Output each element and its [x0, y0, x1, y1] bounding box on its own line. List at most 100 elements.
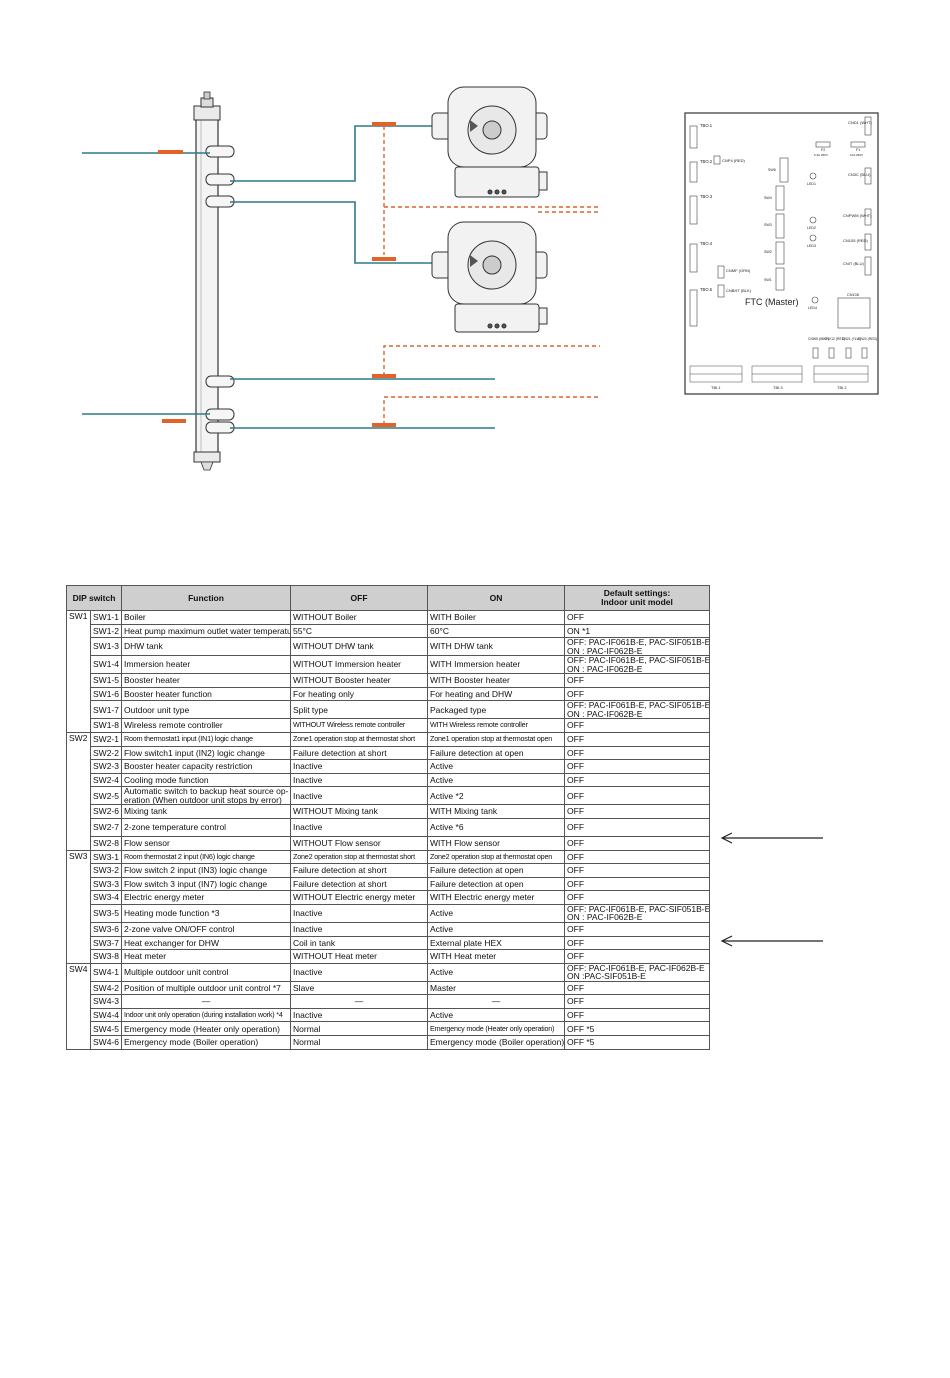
table-row: SW2-3 Booster heater capacity restrictio… — [67, 759, 711, 774]
on-cell: Zone1 operation stop at thermostat open — [427, 731, 566, 747]
on-cell: Packaged type — [427, 700, 566, 720]
board-title: FTC (Master) — [745, 297, 799, 307]
on-cell: External plate HEX — [427, 935, 566, 951]
table-row: SW2 SW2-1 Room thermostat1 input (IN1) l… — [66, 731, 711, 851]
on-cell: WITH Booster heater — [427, 673, 566, 688]
off-cell: Inactive — [290, 1007, 429, 1023]
default-cell: OFF — [564, 718, 711, 733]
switch-id: SW2-4 — [89, 772, 123, 788]
switch-id: SW3-8 — [89, 949, 123, 964]
header-off: OFF — [290, 585, 429, 611]
function-cell: Electric energy meter — [121, 890, 292, 905]
default-line: OFF: PAC-IF061B-E, PAC-SIF051B-E — [567, 655, 710, 666]
default-line: ON : PAC-IF062B-E — [567, 912, 643, 923]
cnw5-label: CNW5 (WHT) — [808, 337, 829, 341]
table-row: SW4-6 Emergency mode (Boiler operation) … — [67, 1035, 711, 1050]
tbo3-label: TBO.3 — [700, 194, 713, 199]
table-row: SW1-8 Wireless remote controller WITHOUT… — [67, 718, 711, 733]
on-cell: Active — [427, 772, 566, 788]
off-cell: WITHOUT Booster heater — [290, 673, 429, 688]
table-row: SW3-2 Flow switch 2 input (IN3) logic ch… — [67, 863, 711, 878]
function-cell: Emergency mode (Heater only operation) — [121, 1021, 292, 1037]
default-cell: OFF — [564, 835, 711, 851]
tbi2-label: TBI.2 — [837, 385, 847, 390]
default-cell: OFF — [564, 935, 711, 951]
left-terminal-strips — [689, 125, 698, 327]
function-cell: Emergency mode (Boiler operation) — [121, 1035, 292, 1050]
off-cell: Slave — [290, 980, 429, 996]
on-cell: Active — [427, 759, 566, 774]
function-cell: Heat pump maximum outlet water temperatu… — [121, 623, 292, 639]
on-cell: Zone2 operation stop at thermostat open — [427, 849, 566, 865]
default-line: OFF: PAC-IF061B-E, PAC-SIF051B-E — [567, 700, 710, 711]
table-row: SW2-8 Flow sensor WITHOUT Flow sensor WI… — [67, 835, 711, 851]
function-cell: Room thermostat1 input (IN1) logic chang… — [121, 731, 292, 747]
cnpwm-label: CNPWM (WHT) — [843, 213, 872, 218]
default-cell: OFF — [564, 759, 711, 774]
sw1-label: SW1 — [764, 278, 772, 282]
table-row: SW4-5 Emergency mode (Heater only operat… — [67, 1021, 711, 1037]
function-cell: Boiler — [121, 610, 292, 625]
f1-rating: 10A 250V — [850, 153, 863, 157]
sensor-markers — [158, 122, 396, 427]
default-cell: OFF — [564, 1007, 711, 1023]
default-line: OFF: PAC-IF061B-E, PAC-SIF051B-E — [567, 637, 710, 648]
switch-id: SW4-6 — [89, 1035, 123, 1050]
function-cell: Heat meter — [121, 949, 292, 964]
default-line: ON : PAC-IF062B-E — [567, 708, 643, 719]
cnd1-label: CND1 (WHT) — [848, 120, 872, 125]
on-cell: WITH Electric energy meter — [427, 890, 566, 905]
on-cell: WITH Flow sensor — [427, 835, 566, 851]
switch-id: SW4-5 — [89, 1021, 123, 1037]
off-cell: — — [290, 994, 429, 1009]
default-cell: OFF — [564, 863, 711, 878]
on-cell: WITH Boiler — [427, 610, 566, 625]
on-cell: WITH DHW tank — [427, 637, 566, 657]
switch-id: SW2-6 — [89, 804, 123, 819]
table-row: SW4-2 Position of multiple outdoor unit … — [67, 980, 711, 996]
led1-label: LED1 — [807, 182, 816, 186]
default-cell: OFF — [564, 921, 711, 937]
table-row: SW3-5 Heating mode function *3 Inactive … — [67, 903, 711, 923]
tbi3-label: TBI.3 — [773, 385, 783, 390]
left-arrow-icon — [720, 935, 823, 947]
off-cell: Inactive — [290, 903, 429, 923]
default-cell: OFF — [564, 610, 711, 625]
off-cell: Split type — [290, 700, 429, 720]
off-cell: Inactive — [290, 817, 429, 837]
cnmf-label: CNMF (GRN) — [726, 268, 751, 273]
switch-id: SW3-4 — [89, 890, 123, 905]
table-row: SW2-2 Flow switch1 input (IN2) logic cha… — [67, 745, 711, 761]
switch-id: SW2-7 — [89, 817, 123, 837]
on-cell: Emergency mode (Heater only operation) — [427, 1021, 566, 1037]
default-cell: OFF — [564, 949, 711, 964]
on-cell: Failure detection at open — [427, 876, 566, 892]
switch-id: SW3-6 — [89, 921, 123, 937]
function-cell: Booster heater — [121, 673, 292, 688]
on-cell: Active — [427, 903, 566, 923]
table-row: SW2-5 Automatic switch to backup heat so… — [67, 786, 711, 806]
default-cell: OFF — [564, 890, 711, 905]
table-row: SW1-3 DHW tank WITHOUT DHW tank WITH DHW… — [67, 637, 711, 657]
table-header-row: DIP switch Function OFF ON Default setti… — [65, 585, 711, 611]
cnbht-label: CNBHT (BLK) — [726, 288, 752, 293]
cnv12-label: CNV12 (RED) — [824, 337, 845, 341]
table-row: SW2-7 2-zone temperature control Inactiv… — [67, 817, 711, 837]
sw3-label: SW3 — [764, 223, 772, 227]
switch-id: SW1-1 — [89, 610, 123, 625]
function-cell: Indoor unit only operation (during insta… — [121, 1007, 292, 1023]
header-default-line1: Default settings: — [603, 588, 671, 598]
sw2-label: SW2 — [764, 250, 772, 254]
function-cell: Booster heater capacity restriction — [121, 759, 292, 774]
switch-id: SW1-4 — [89, 655, 123, 675]
f2-rating: 6.3A 250V — [814, 153, 828, 157]
off-cell: Zone1 operation stop at thermostat short — [290, 731, 429, 747]
off-cell: Coil in tank — [290, 935, 429, 951]
off-cell: Normal — [290, 1035, 429, 1050]
group-label: SW4 — [66, 962, 91, 1050]
off-cell: WITHOUT Mixing tank — [290, 804, 429, 819]
table-row: SW1-5 Booster heater WITHOUT Booster hea… — [67, 673, 711, 688]
function-cell: Multiple outdoor unit control — [121, 962, 292, 982]
